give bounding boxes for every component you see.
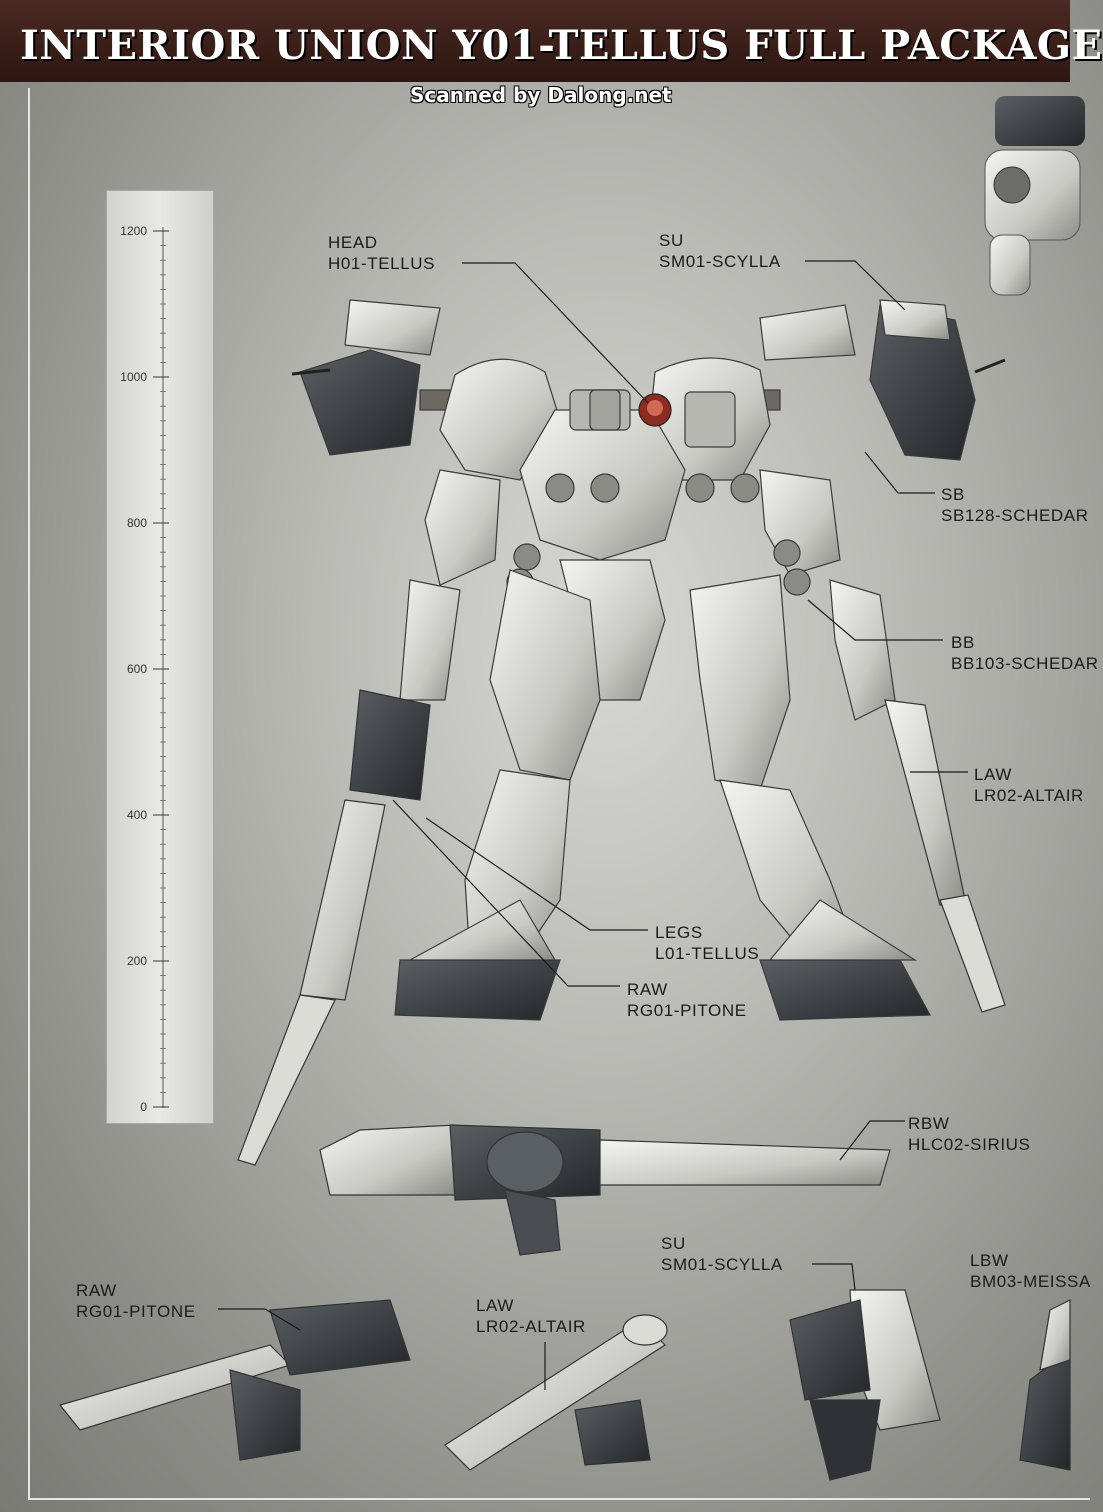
callout-bb-part: BB103-SCHEDAR: [951, 654, 1099, 673]
rifle-held: [237, 689, 431, 1166]
callout-head-slot: HEAD: [328, 233, 378, 252]
callout-rbw-slot: RBW: [908, 1114, 950, 1133]
scan-watermark: Scanned by Dalong.net: [410, 83, 672, 107]
ruler-tick-800: 800: [127, 516, 147, 530]
callout-lbw: LBW BM03-MEISSA: [970, 1250, 1091, 1292]
callout-rbw: RBW HLC02-SIRIUS: [908, 1113, 1030, 1155]
ruler-scale: 1200 1000 800 600 400 200 0: [120, 224, 169, 1114]
callout-sb-slot: SB: [941, 485, 965, 504]
rbw-weapon: [319, 1124, 891, 1256]
callout-raw-bottom-slot: RAW: [76, 1281, 117, 1300]
mech-illustration: [58, 96, 1085, 1481]
ruler-tick-1200: 1200: [120, 224, 147, 238]
callout-law-top-slot: LAW: [974, 765, 1013, 784]
callout-lbw-part: BM03-MEISSA: [970, 1272, 1091, 1291]
raw-weapon-bottom: [58, 1299, 411, 1461]
callout-raw-top-part: RG01-PITONE: [627, 1001, 747, 1020]
ruler-minor-ticks: [160, 230, 166, 1093]
callout-raw-bottom-part: RG01-PITONE: [76, 1302, 196, 1321]
callout-law-top-part: LR02-ALTAIR: [974, 786, 1084, 805]
callout-su-bottom-slot: SU: [661, 1234, 686, 1253]
callout-su-bottom: SU SM01-SCYLLA: [661, 1233, 783, 1275]
ruler-tick-400: 400: [127, 808, 147, 822]
lbw-weapon-bottom: [1019, 1299, 1071, 1471]
callout-su-bottom-part: SM01-SCYLLA: [661, 1255, 783, 1274]
callout-head: HEAD H01-TELLUS: [328, 232, 435, 274]
callout-law-top: LAW LR02-ALTAIR: [974, 764, 1084, 806]
callout-bb-slot: BB: [951, 633, 975, 652]
ruler-major-ticks: [153, 230, 169, 1108]
law-weapon-bottom: [444, 1314, 668, 1471]
height-ruler: 1200 1000 800 600 400 200 0: [106, 190, 214, 1124]
page-title: INTERIOR UNION Y01-TELLUS FULL PACKAGE: [20, 22, 1103, 69]
callout-legs-slot: LEGS: [655, 923, 703, 942]
mech-body: [291, 299, 1006, 1021]
su-unit-bottom: [789, 1289, 941, 1481]
callout-raw-top-slot: RAW: [627, 980, 668, 999]
callout-legs-part: L01-TELLUS: [655, 944, 760, 963]
callout-bb: BB BB103-SCHEDAR: [951, 632, 1099, 674]
callout-lbw-slot: LBW: [970, 1251, 1009, 1270]
callout-legs: LEGS L01-TELLUS: [655, 922, 759, 964]
page-frame: [28, 88, 1090, 1500]
callout-leaders: [218, 260, 968, 1390]
ruler-tick-200: 200: [127, 954, 147, 968]
callout-su-top-slot: SU: [659, 231, 684, 250]
callout-law-bottom-part: LR02-ALTAIR: [476, 1317, 586, 1336]
callout-raw-top: RAW RG01-PITONE: [627, 979, 747, 1021]
callout-law-bottom: LAW LR02-ALTAIR: [476, 1295, 586, 1337]
ruler-tick-1000: 1000: [120, 370, 147, 384]
callout-raw-bottom: RAW RG01-PITONE: [76, 1280, 196, 1322]
callout-sb-part: SB128-SCHEDAR: [941, 506, 1089, 525]
laser-rifle-held: [884, 699, 1006, 1013]
callout-su-top-part: SM01-SCYLLA: [659, 252, 781, 271]
callout-law-bottom-slot: LAW: [476, 1296, 515, 1315]
callout-sb: SB SB128-SCHEDAR: [941, 484, 1089, 526]
detail-part-top-right: [984, 96, 1085, 296]
title-banner: INTERIOR UNION Y01-TELLUS FULL PACKAGE: [0, 0, 1102, 82]
ruler-tick-600: 600: [127, 662, 147, 676]
callout-su-top: SU SM01-SCYLLA: [659, 230, 781, 272]
callout-head-part: H01-TELLUS: [328, 254, 436, 273]
ruler-tick-0: 0: [140, 1100, 147, 1114]
callout-rbw-part: HLC02-SIRIUS: [908, 1135, 1031, 1154]
